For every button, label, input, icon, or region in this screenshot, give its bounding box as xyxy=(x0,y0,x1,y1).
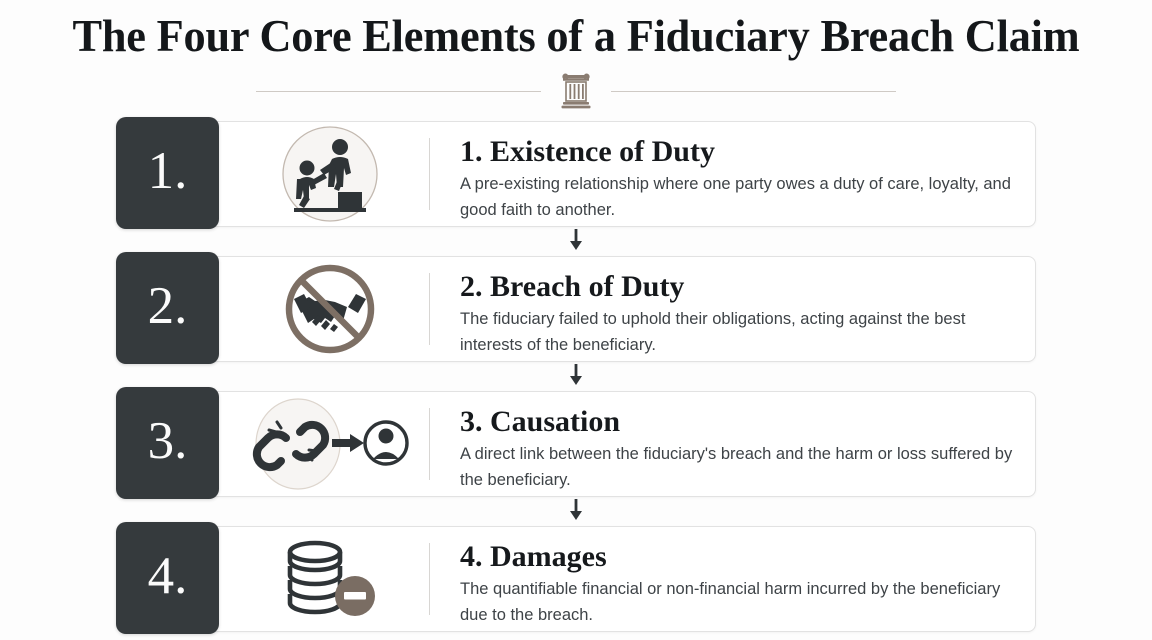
element-description: The fiduciary failed to uphold their obl… xyxy=(460,310,966,354)
element-number-block: 2. xyxy=(116,252,219,364)
down-arrow-icon xyxy=(568,364,584,386)
card-body: 3. Causation A direct link between the f… xyxy=(126,391,1036,497)
text-cell: 2. Breach of Duty The fiduciary failed t… xyxy=(430,257,1035,361)
element-title: 4. Damages xyxy=(460,540,607,573)
text-cell: 3. Causation A direct link between the f… xyxy=(430,392,1035,496)
element-title: 3. Causation xyxy=(460,405,621,438)
element-number: 3. xyxy=(147,411,188,470)
down-arrow-icon xyxy=(568,229,584,251)
divider-line-left xyxy=(256,90,541,92)
element-title: 2. Breach of Duty xyxy=(460,270,685,303)
element-number-block: 3. xyxy=(116,387,219,499)
header-divider xyxy=(0,71,1152,111)
element-card-4[interactable]: 4. Damages The quantifiable financial or… xyxy=(116,522,1036,634)
element-number: 4. xyxy=(147,546,188,605)
broken-chain-arrow-person-icon xyxy=(250,394,410,494)
element-card-3[interactable]: 3. Causation A direct link between the f… xyxy=(116,387,1036,520)
header: The Four Core Elements of a Fiduciary Br… xyxy=(0,0,1152,111)
icon-cell xyxy=(230,392,430,496)
page-title: The Four Core Elements of a Fiduciary Br… xyxy=(72,11,1080,61)
element-number-block: 1. xyxy=(116,117,219,229)
card-body: 4. Damages The quantifiable financial or… xyxy=(126,526,1036,632)
element-number: 2. xyxy=(147,276,188,335)
no-handshake-prohibited-icon xyxy=(274,259,386,359)
element-card-1[interactable]: 1. Existence of Duty A pre-existing rela… xyxy=(116,117,1036,250)
icon-cell xyxy=(230,122,430,226)
icon-cell xyxy=(230,257,430,361)
element-number: 1. xyxy=(147,141,188,200)
coin-stack-minus-icon xyxy=(271,529,389,629)
element-description: A pre-existing relationship where one pa… xyxy=(460,175,1011,219)
divider-line-right xyxy=(611,90,896,92)
element-description: The quantifiable financial or non-financ… xyxy=(460,580,1001,624)
text-cell: 1. Existence of Duty A pre-existing rela… xyxy=(430,122,1035,226)
card-body: 2. Breach of Duty The fiduciary failed t… xyxy=(126,256,1036,362)
down-arrow-icon xyxy=(568,499,584,521)
element-number-block: 4. xyxy=(116,522,219,634)
icon-cell xyxy=(230,527,430,631)
element-title: 1. Existence of Duty xyxy=(460,135,715,168)
card-body: 1. Existence of Duty A pre-existing rela… xyxy=(126,121,1036,227)
elements-list: 1. Existence of Duty A pre-existing rela… xyxy=(116,117,1036,634)
classical-column-icon xyxy=(559,72,593,110)
helping-hand-steps-icon xyxy=(274,124,386,224)
element-description: A direct link between the fiduciary's br… xyxy=(460,445,1013,489)
text-cell: 4. Damages The quantifiable financial or… xyxy=(430,527,1035,631)
element-card-2[interactable]: 2. Breach of Duty The fiduciary failed t… xyxy=(116,252,1036,385)
